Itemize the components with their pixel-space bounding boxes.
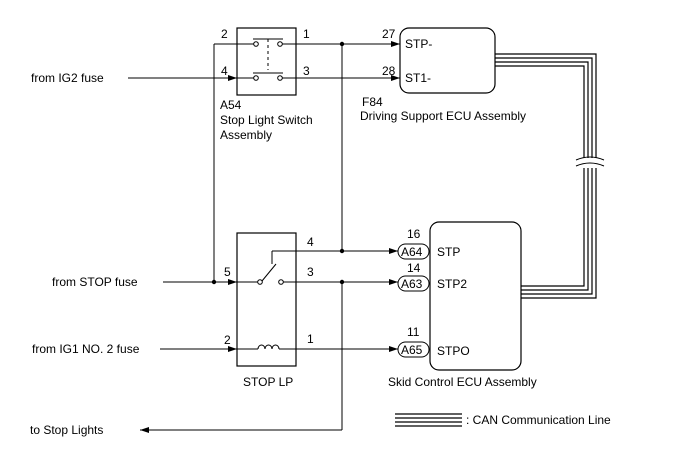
a54-pin-2: 2	[221, 27, 228, 41]
wiring	[128, 41, 400, 433]
connector-a63-label: A63	[401, 277, 423, 291]
can-break-mark	[575, 162, 605, 167]
can-break-mark	[575, 156, 605, 161]
f84-pin-27: 27	[382, 27, 396, 41]
skid-ecu-name: Skid Control ECU Assembly	[388, 375, 537, 389]
skid-terminal-stp: STP	[437, 245, 460, 259]
a54-pin-4: 4	[221, 64, 228, 78]
f84-pin-28: 28	[382, 64, 396, 78]
junction-dot	[339, 248, 345, 254]
skid-ecu-body	[429, 221, 522, 371]
stop-lp-switch-blade	[261, 263, 277, 282]
a54-name-line1: Stop Light Switch	[220, 113, 313, 127]
f84-terminal-stp: STP-	[405, 37, 432, 51]
can-line-4b	[521, 168, 585, 287]
a54-pin-3: 3	[303, 64, 310, 78]
stop-lp-pin-3: 3	[307, 265, 314, 279]
connector-a63	[397, 275, 430, 292]
a54-contact	[253, 75, 259, 81]
f84-id: F84	[362, 95, 383, 109]
skid-pin-16: 16	[407, 227, 421, 241]
skid-pin-14: 14	[407, 261, 421, 275]
stop-light-switch-a54: 2 1 4 3 A54 Stop Light Switch Assembly	[220, 27, 313, 142]
f84-body	[399, 27, 496, 94]
f84-name: Driving Support ECU Assembly	[360, 109, 526, 123]
can-line-1	[495, 53, 597, 158]
a54-contact	[277, 75, 283, 81]
stop-lp-contact	[278, 279, 284, 285]
label-to-stop-lights: to Stop Lights	[30, 423, 103, 437]
stop-lp-pin-5: 5	[224, 265, 231, 279]
a54-contact	[253, 41, 259, 47]
relay-coil-icon	[257, 344, 280, 350]
driving-support-ecu-f84: 27 28 STP- ST1- F84 Driving Support ECU …	[360, 27, 526, 123]
can-line-3b	[521, 168, 589, 291]
a54-name-line2: Assembly	[220, 128, 272, 142]
can-line-2b	[521, 168, 593, 295]
stop-lp-name: STOP LP	[243, 375, 293, 389]
skid-control-ecu: 16 14 11 A64 A63 A65 STP STP2 STPO Skid …	[388, 221, 537, 389]
can-line-3	[495, 61, 589, 158]
stop-lp: 4 5 3 2 1 STOP LP	[224, 232, 314, 389]
skid-terminal-stpo: STPO	[437, 344, 470, 358]
stop-lp-pin-2: 2	[224, 333, 231, 347]
f84-terminal-st1: ST1-	[405, 71, 431, 85]
a54-id: A54	[220, 98, 242, 112]
can-line-2	[495, 57, 593, 158]
legend-can-label: : CAN Communication Line	[466, 413, 611, 427]
a54-pin-1: 1	[303, 27, 310, 41]
can-bus	[495, 53, 605, 299]
stop-lp-contact	[257, 279, 263, 285]
label-from-stop-fuse: from STOP fuse	[52, 275, 138, 289]
connector-a64-label: A64	[401, 245, 423, 259]
connector-a65-label: A65	[401, 343, 423, 357]
skid-terminal-stp2: STP2	[437, 277, 467, 291]
stop-lp-pin-1: 1	[307, 332, 314, 346]
label-from-ig2-fuse: from IG2 fuse	[31, 71, 104, 85]
stop-lp-pin-4: 4	[307, 235, 314, 249]
a54-contact	[277, 41, 283, 47]
skid-pin-11: 11	[407, 325, 420, 339]
a54-body	[236, 27, 297, 96]
can-line-1b	[521, 168, 597, 299]
can-line-4	[495, 65, 585, 158]
legend: : CAN Communication Line	[395, 413, 611, 427]
stop-lp-body	[236, 232, 297, 367]
label-from-ig1-no2-fuse: from IG1 NO. 2 fuse	[32, 342, 140, 356]
